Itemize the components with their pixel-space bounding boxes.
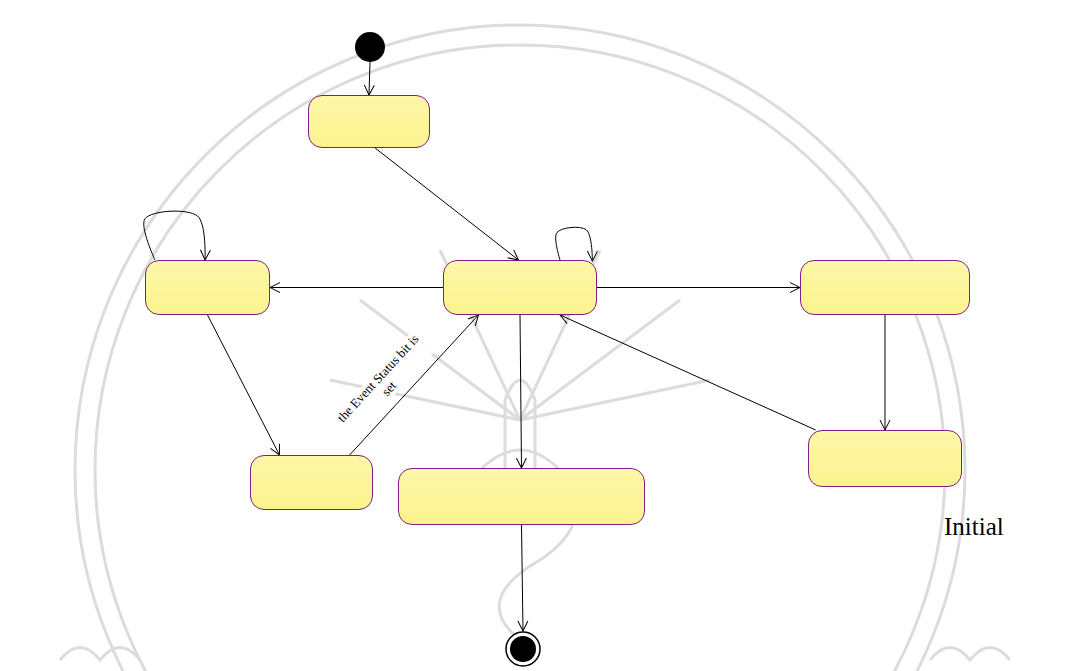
state-box — [443, 260, 597, 315]
transition-arrow — [144, 211, 205, 260]
final-dot — [505, 631, 541, 667]
initial-state — [355, 32, 385, 62]
transition-arrow — [208, 315, 280, 455]
note-label: Initial — [944, 513, 1004, 541]
initial-dot — [355, 32, 385, 62]
state-box — [250, 455, 373, 510]
final-state — [505, 631, 541, 667]
transition-arrow — [270, 287, 443, 288]
transition-arrow — [885, 315, 886, 430]
state-box — [398, 468, 645, 525]
state-box — [800, 260, 970, 315]
transition-arrow — [560, 315, 816, 430]
state-box — [308, 95, 430, 148]
state-box — [145, 260, 270, 315]
transition-arrow — [556, 227, 593, 261]
transition-arrow — [369, 62, 370, 95]
transition-arrow — [520, 315, 522, 468]
transition-arrow — [375, 148, 518, 260]
transition-arrow — [597, 287, 800, 288]
transition-arrow — [522, 525, 524, 631]
state-box — [808, 430, 962, 487]
